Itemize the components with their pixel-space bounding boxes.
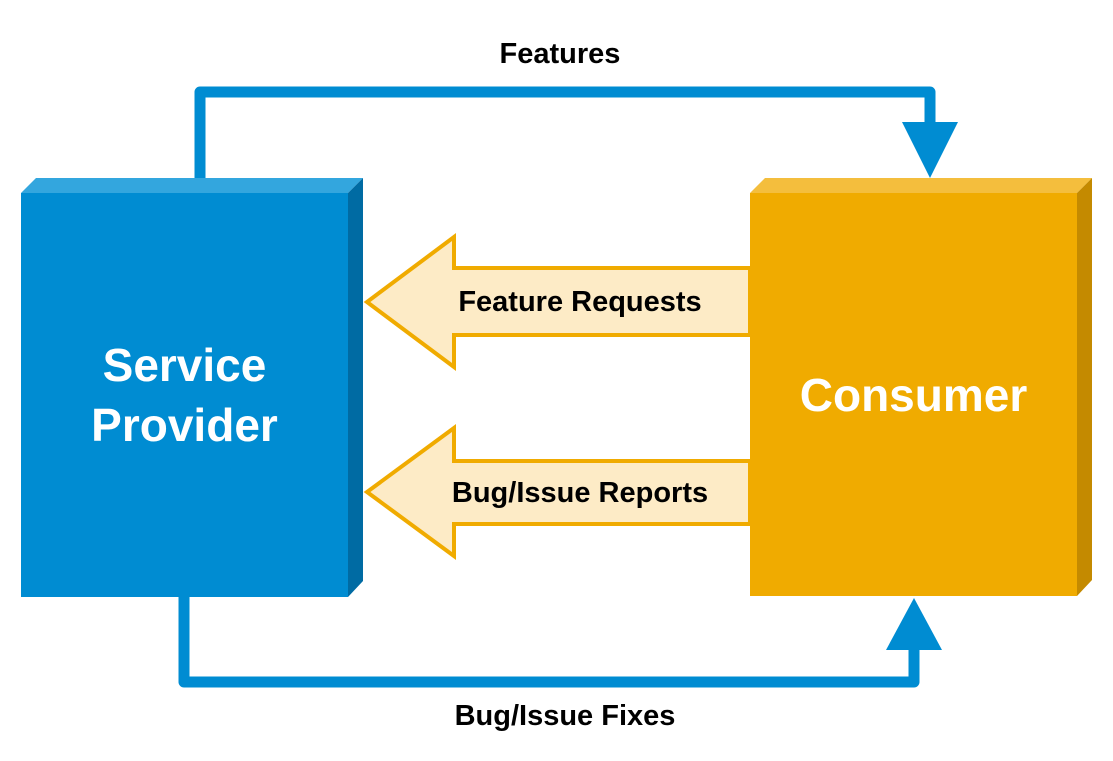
features-arrowhead [902,122,958,178]
bug-reports-arrow [363,424,752,560]
consumer-front-face [750,193,1077,596]
consumer-label-text: Consumer [799,368,1028,421]
features-label: Features [499,38,621,70]
bug-fixes-connector [178,597,942,688]
bug-reports-label: Bug/Issue Reports [451,477,709,509]
bug-fixes-label: Bug/Issue Fixes [454,700,676,732]
consumer-box [750,178,1092,596]
service-provider-label-line2: Provider [91,399,278,451]
consumer-label: Consumer [750,193,1077,596]
consumer-side-face [1077,178,1092,596]
bug-fixes-line [178,597,920,688]
bug-fixes-arrowhead [886,598,942,650]
service-provider-front-face [21,193,348,597]
service-provider-side-face [348,178,363,597]
feature-requests-label: Feature Requests [458,286,702,318]
service-provider-label: Service Provider [21,193,348,597]
service-provider-box [21,178,363,597]
features-line [194,86,936,180]
feature-requests-arrow [363,233,752,371]
service-provider-top-face [21,178,363,193]
service-provider-label-line1: Service [102,339,267,391]
consumer-top-face [750,178,1092,193]
features-connector [194,86,958,180]
